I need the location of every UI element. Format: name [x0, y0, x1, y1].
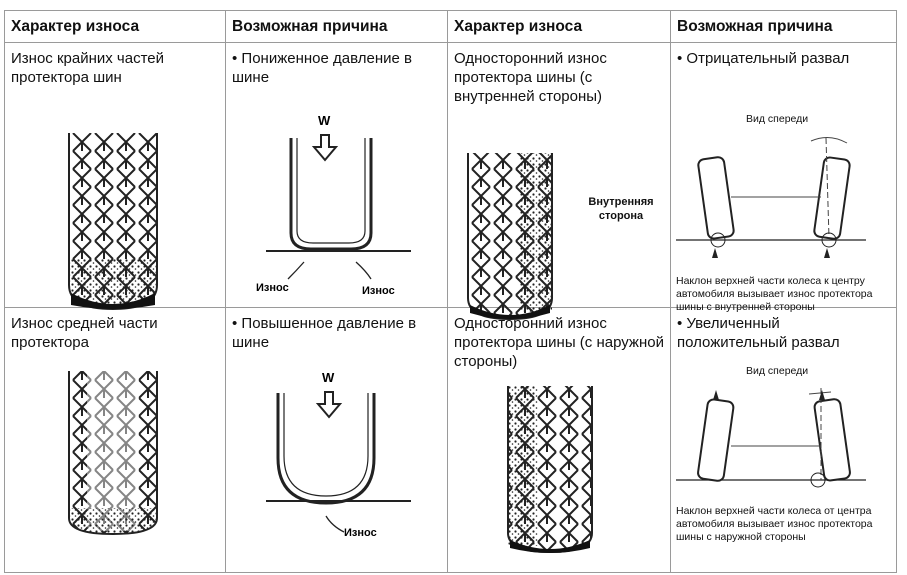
table-row: Износ крайних частей протектора шин Пони… [4, 42, 897, 321]
header-row: Характер износа Возможная причина Характ… [4, 10, 897, 43]
cause-description: Пониженное давление в шине [232, 49, 441, 87]
arrow-down-icon [315, 391, 343, 419]
camber-diagram-icon [676, 137, 866, 258]
wear-description: Односторонний износ протектора шины (с в… [454, 50, 607, 105]
cell-negative-camber: Отрицательный развал Вид спереди Наклон … [670, 42, 897, 313]
wear-description: Односторонний износ протектора шины (с н… [454, 315, 664, 370]
cause-description: Повышенное давление в шине [232, 314, 441, 352]
inner-side-label: Внутренняя сторона [588, 196, 654, 222]
tire-profile-icon: W Износ [266, 370, 411, 539]
w-label: W [318, 113, 331, 128]
header-wear-1: Характер износа [4, 10, 226, 43]
tire-tread-icon [68, 371, 158, 536]
tire-profile-icon: W Износ Износ [256, 113, 411, 297]
camber-diagram-icon [676, 388, 866, 488]
camber-note: Наклон верхней части колеса от центра ав… [676, 505, 873, 543]
cell-wear-inner: Односторонний износ протектора шины (с в… [447, 42, 671, 321]
header-cause-1: Возможная причина [225, 10, 448, 43]
cell-positive-camber: Увеличенный положительный развал Вид спе… [670, 307, 897, 573]
tire-tread-icon [68, 133, 158, 311]
table-row: Износ средней части протектора Повышенно… [4, 307, 897, 573]
cause-description: Отрицательный развал [677, 49, 890, 68]
cell-low-pressure: Пониженное давление в шине W Износ Износ [225, 42, 448, 308]
wear-label: Износ [344, 527, 377, 539]
w-label: W [322, 370, 335, 385]
cell-wear-center: Износ средней части протектора [4, 307, 226, 573]
wear-description: Износ крайних частей протектора шин [11, 50, 164, 86]
front-view-label: Вид спереди [746, 113, 809, 125]
cell-high-pressure: Повышенное давление в шине W Износ [225, 307, 448, 573]
header-cause-2: Возможная причина [670, 10, 897, 43]
front-view-label: Вид спереди [746, 365, 809, 377]
arrow-down-icon [311, 134, 339, 162]
tire-tread-icon [467, 153, 553, 321]
tire-tread-icon [507, 386, 593, 554]
header-wear-2: Характер износа [447, 10, 671, 43]
wear-table: Характер износа Возможная причина Характ… [4, 10, 897, 573]
cell-wear-edges: Износ крайних частей протектора шин [4, 42, 226, 311]
wear-description: Износ средней части протектора [11, 315, 158, 351]
wear-label-right: Износ [362, 285, 395, 297]
cause-description: Увеличенный положительный развал [677, 314, 890, 352]
cell-wear-outer: Односторонний износ протектора шины (с н… [447, 307, 671, 573]
wear-label-left: Износ [256, 282, 289, 294]
